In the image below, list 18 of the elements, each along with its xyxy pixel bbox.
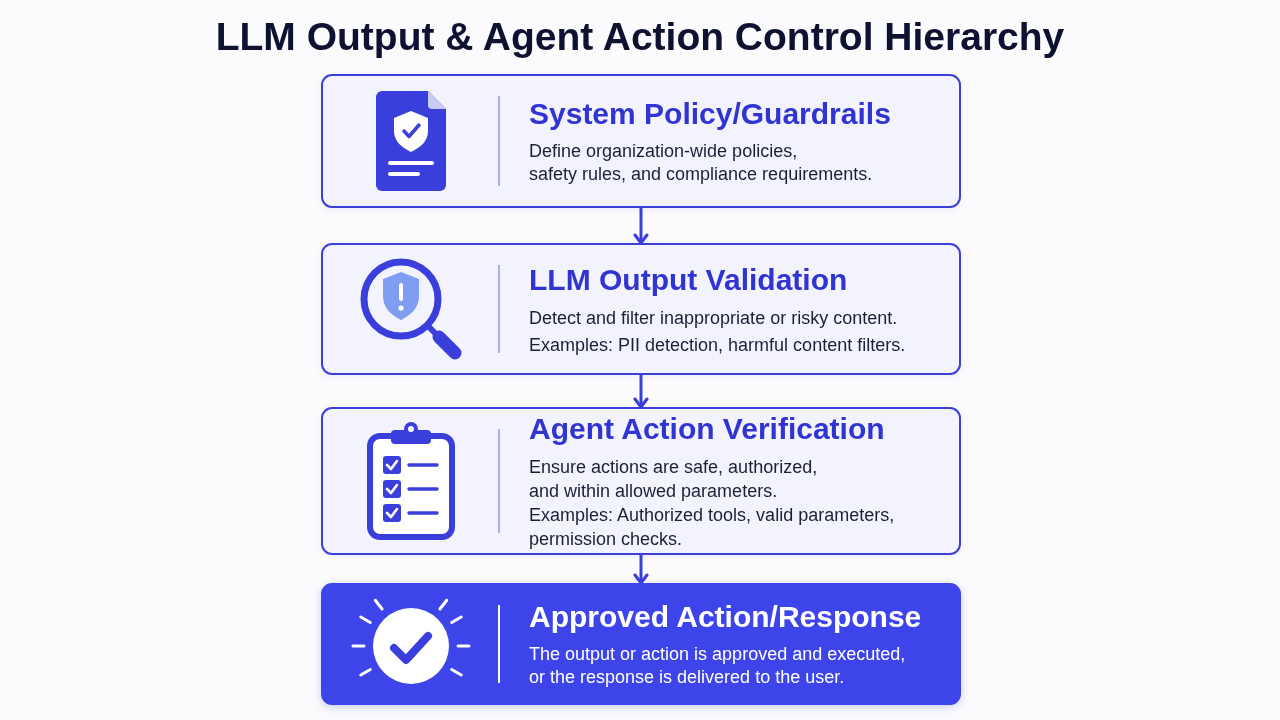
- process-box: [321, 407, 961, 555]
- diagram-title: LLM Output & Agent Action Control Hierarchy: [215, 14, 1065, 60]
- box-description: The output or action is approved and executed, or the response is delivered to the user.: [529, 643, 906, 689]
- box-description: Detect and filter inappropriate or risky content.: [529, 306, 898, 330]
- box-description: Examples: Authorized tools, valid parameters, permission checks.: [529, 504, 895, 551]
- box-description: Examples: PII detection, harmful content filters.: [529, 333, 906, 357]
- arrow: [633, 208, 649, 245]
- arrow: [633, 375, 649, 409]
- box-heading: LLM Output Validation: [529, 261, 848, 297]
- box-description: Define organization-wide policies, safety rules, and compliance requirements.: [529, 140, 873, 186]
- box-heading: Approved Action/Response: [529, 599, 922, 634]
- result-box: [321, 583, 961, 705]
- box-heading: System Policy/Guardrails: [529, 96, 891, 131]
- box-heading: Agent Action Verification: [529, 411, 885, 446]
- box-description: Ensure actions are safe, authorized, and within allowed parameters.: [529, 456, 818, 503]
- process-box: [321, 243, 961, 375]
- arrow: [633, 555, 649, 585]
- process-box: [321, 74, 961, 208]
